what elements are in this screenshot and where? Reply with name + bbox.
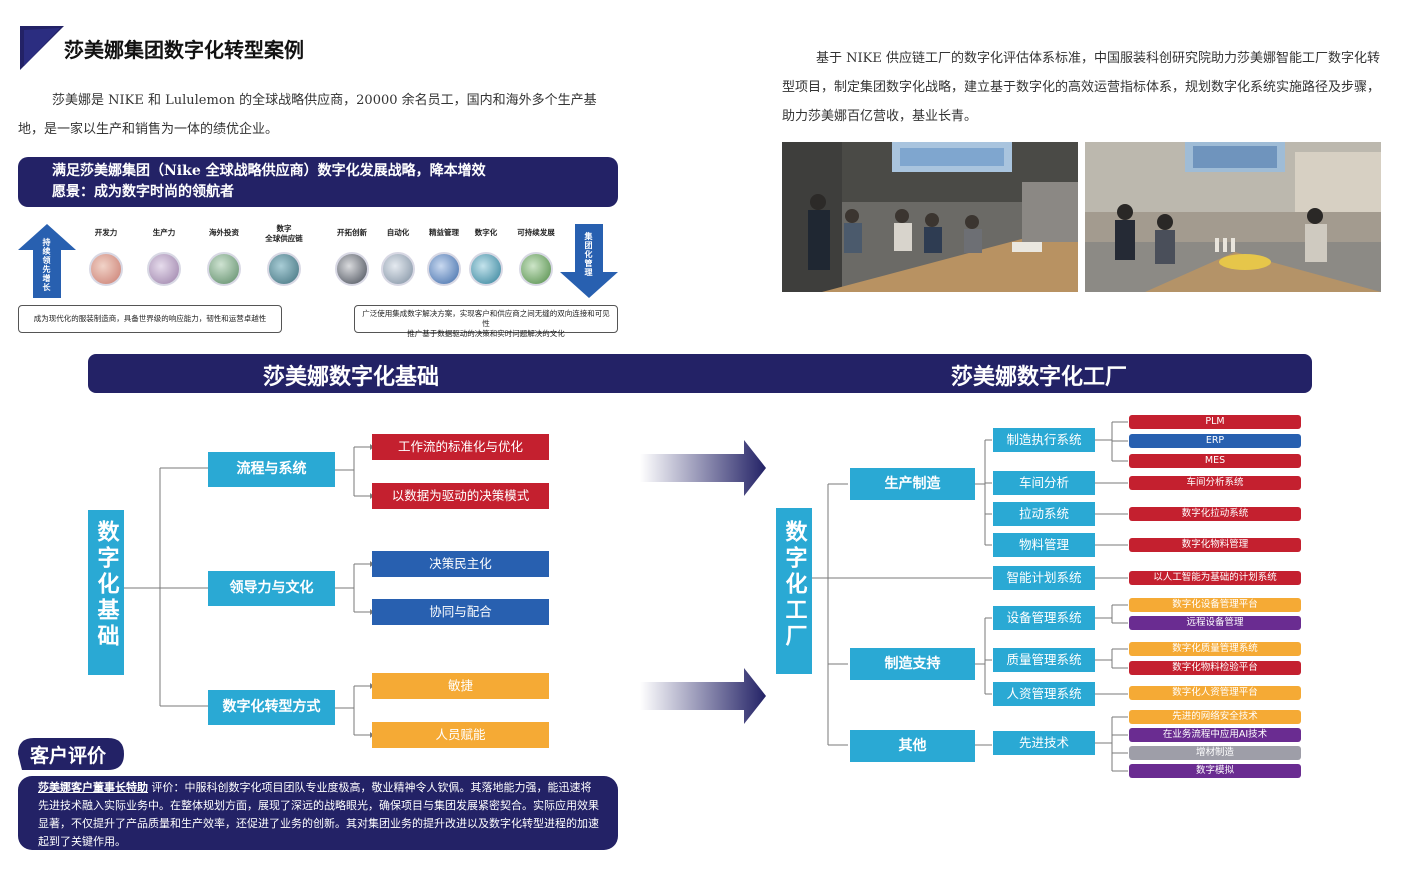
icon-lean: 精益管理 (414, 228, 474, 286)
icon-lean-label: 精益管理 (429, 228, 459, 237)
digital-icon (469, 252, 503, 286)
leaf-empowerment: 人员赋能 (372, 722, 549, 748)
group-down-arrow: 集团化管理 (560, 224, 618, 298)
node-pull-system: 拉动系统 (993, 502, 1095, 526)
leaf-democratic-decision: 决策民主化 (372, 551, 549, 577)
leaf-digital-quality: 数字化质量管理系统 (1129, 642, 1301, 656)
icon-supply-label: 数字 全球供应链 (265, 224, 303, 243)
transition-arrow-top (640, 440, 766, 496)
up-arrow-label: 持续领先增长 (42, 238, 51, 292)
lean-management-icon (427, 252, 461, 286)
leaf-agile: 敏捷 (372, 673, 549, 699)
leaf-mes: MES (1129, 454, 1301, 468)
foundation-root: 数字化基础 (88, 510, 124, 675)
icon-automation: 自动化 (368, 228, 428, 286)
leaf-ai-in-process: 在业务流程中应用AI技术 (1129, 728, 1301, 742)
factory-root-label: 数字化工厂 (781, 520, 808, 650)
node-production: 生产制造 (850, 468, 975, 500)
node-smart-planning: 智能计划系统 (993, 566, 1095, 590)
growth-up-arrow: 持续领先增长 (18, 224, 76, 298)
intro-paragraph: 莎美娜是 NIKE 和 Lululemon 的全球战略供应商，20000 余名员… (18, 93, 597, 137)
leaf-digital-equipment: 数字化设备管理平台 (1129, 598, 1301, 612)
leaf-digital-hr: 数字化人资管理平台 (1129, 686, 1301, 700)
section-banner (88, 354, 1312, 393)
goal-line-2: 愿景：成为数字时尚的领航者 (52, 184, 234, 200)
icon-overseas-label: 海外投资 (209, 228, 239, 237)
branch-process-system: 流程与系统 (208, 452, 335, 487)
leaf-remote-equipment: 远程设备管理 (1129, 616, 1301, 630)
leaf-network-security: 先进的网络安全技术 (1129, 710, 1301, 724)
node-advanced-tech: 先进技术 (993, 731, 1095, 755)
review-box: 莎美娜客户董事长特助 评价：中服科创数字化项目团队专业度极高，敬业精神令人钦佩。… (18, 776, 618, 850)
leaf-material-inspection: 数字化物料检验平台 (1129, 661, 1301, 675)
icon-prod-label: 生产力 (152, 228, 176, 237)
leaf-digital-pull: 数字化拉动系统 (1129, 507, 1301, 521)
review-author: 莎美娜客户董事长特助 (38, 781, 148, 794)
production-photo-icon (147, 252, 181, 286)
icon-innovate: 开拓创新 (322, 228, 382, 286)
factory-root: 数字化工厂 (776, 508, 812, 674)
branch-transformation-method: 数字化转型方式 (208, 690, 335, 725)
node-equipment-management: 设备管理系统 (993, 606, 1095, 630)
page-title: 莎美娜集团数字化转型案例 (64, 38, 304, 62)
node-other: 其他 (850, 730, 975, 762)
leaf-digital-simulation: 数字模拟 (1129, 764, 1301, 778)
node-mes-system: 制造执行系统 (993, 428, 1095, 452)
overseas-photo-icon (207, 252, 241, 286)
leaf-data-driven-decision: 以数据为驱动的决策模式 (372, 483, 549, 509)
meeting-photo-2 (1085, 142, 1381, 292)
icon-dev-label: 开发力 (94, 228, 118, 237)
foundation-root-label: 数字化基础 (93, 520, 120, 650)
note-right: 广泛使用集成数字解决方案，实现客户和供应商之间无缝的双向连接和可见性 推广基于数… (354, 305, 618, 338)
node-material-management: 物料管理 (993, 533, 1095, 557)
meeting-photo-1 (782, 142, 1078, 292)
icon-overseas: 海外投资 (194, 228, 254, 286)
banner-title-left: 莎美娜数字化基础 (263, 364, 440, 390)
title-corner-mark (20, 26, 64, 70)
note-left: 成为现代化的服装制造商，具备世界级的响应能力，韧性和运营卓越性 (18, 305, 282, 333)
icon-digital: 数字化 (456, 228, 516, 286)
icon-automation-label: 自动化 (386, 228, 410, 237)
icon-supply: 数字 全球供应链 (254, 224, 314, 286)
review-tag-shape (18, 738, 124, 770)
icon-innovate-label: 开拓创新 (337, 228, 367, 237)
leaf-collaboration: 协同与配合 (372, 599, 549, 625)
leaf-additive-manufacturing: 增材制造 (1129, 746, 1301, 760)
icon-digital-label: 数字化 (474, 228, 498, 237)
review-text: 评价：中服科创数字化项目团队专业度极高，敬业精神令人钦佩。其落地能力强，能迅速将… (38, 781, 599, 848)
automation-icon (381, 252, 415, 286)
sustainability-icon (519, 252, 553, 286)
node-hr-management: 人资管理系统 (993, 682, 1095, 706)
transition-arrow-bottom (640, 668, 766, 724)
node-workshop-analysis: 车间分析 (993, 471, 1095, 495)
innovation-icon (335, 252, 369, 286)
down-arrow-label: 集团化管理 (584, 232, 593, 277)
leaf-workflow-standardization: 工作流的标准化与优化 (372, 434, 549, 460)
node-support: 制造支持 (850, 648, 975, 680)
goal-box: 满足莎美娜集团（Nike 全球战略供应商）数字化发展战略，降本增效 愿景：成为数… (18, 157, 618, 207)
project-description: 基于 NIKE 供应链工厂的数字化评估体系标准，中国服装科创研究院助力莎美娜智能… (782, 51, 1381, 124)
branch-leadership-culture: 领导力与文化 (208, 571, 335, 606)
leaf-erp: ERP (1129, 434, 1301, 448)
leaf-digital-material: 数字化物料管理 (1129, 538, 1301, 552)
leaf-plm: PLM (1129, 415, 1301, 429)
icon-dev: 开发力 (76, 228, 136, 286)
review-tag: 客户评价 (30, 745, 107, 767)
node-quality-management: 质量管理系统 (993, 648, 1095, 672)
goal-line-1: 满足莎美娜集团（Nike 全球战略供应商）数字化发展战略，降本增效 (52, 163, 486, 179)
supply-chain-icon (267, 252, 301, 286)
icon-sustain: 可持续发展 (506, 228, 566, 286)
icon-sustain-label: 可持续发展 (517, 228, 555, 237)
icon-prod: 生产力 (134, 228, 194, 286)
leaf-workshop-system: 车间分析系统 (1129, 476, 1301, 490)
banner-title-right: 莎美娜数字化工厂 (951, 364, 1128, 390)
dev-photo-icon (89, 252, 123, 286)
leaf-ai-planning: 以人工智能为基础的计划系统 (1129, 571, 1301, 585)
